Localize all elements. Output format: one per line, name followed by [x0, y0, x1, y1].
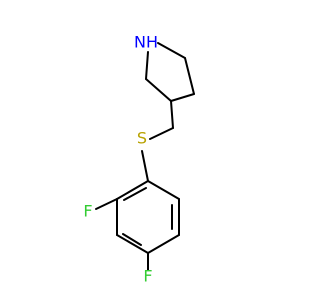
bond-ar3-ar4: [147, 234, 180, 254]
nitrogen-label: NH: [134, 33, 158, 52]
bond-ar4-ar5: [116, 234, 149, 254]
molecule-canvas: NH S F F: [83, 32, 195, 286]
fluorine-label-1: F: [83, 202, 92, 221]
bond-ch2-s: [149, 127, 174, 140]
bond-s-c-aryl: [141, 150, 149, 182]
double-bond-inner-2: [122, 233, 142, 246]
double-bond-inner-3: [123, 187, 147, 201]
bond-c5-n: [145, 51, 149, 80]
bond-ar5-f1: [95, 198, 118, 210]
bond-n-c2: [157, 42, 186, 59]
bond-ar1-ar2: [147, 180, 180, 200]
bond-c2-c3: [184, 57, 195, 95]
bond-c3-c4: [170, 93, 195, 102]
molecule-structure: NH S F F: [83, 33, 195, 286]
bond-c4-c5: [145, 78, 172, 102]
sulfur-label: S: [137, 129, 147, 148]
bond-ar6-ar1: [116, 180, 149, 200]
fluorine-label-2: F: [143, 267, 152, 286]
bond-c4-ch2: [170, 100, 174, 129]
